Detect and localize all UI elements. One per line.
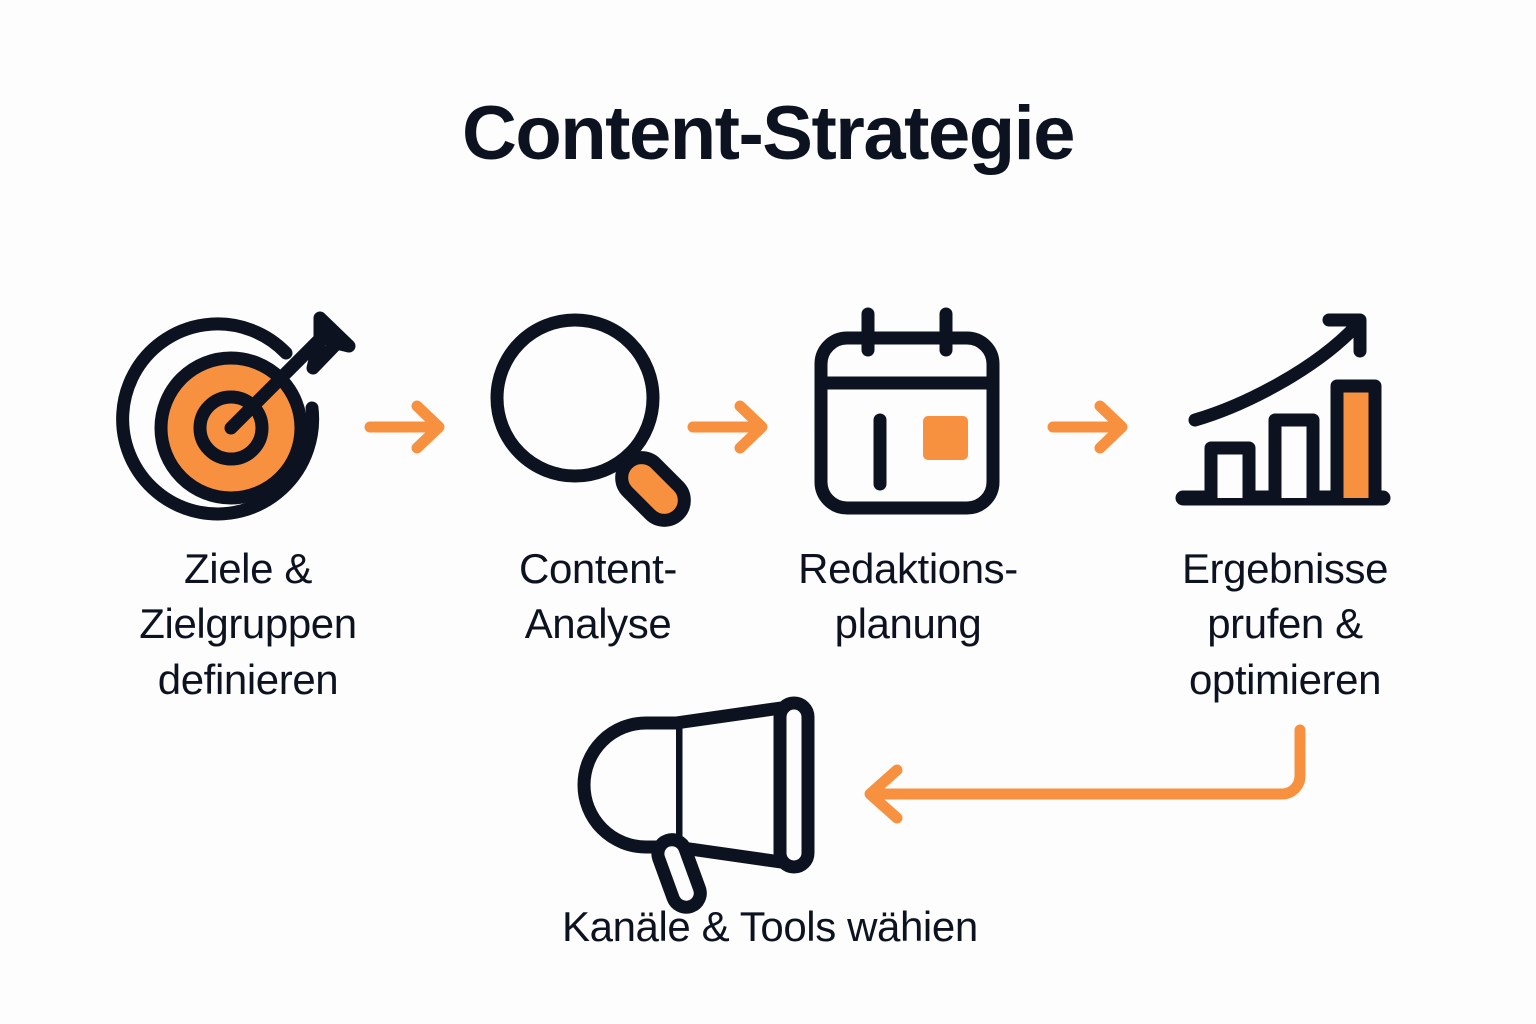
step-label-line: Zielgruppen xyxy=(139,600,357,648)
step-label-line: Analyse xyxy=(524,600,672,648)
step-kanaele-tools: Kanäle & Tools wähien xyxy=(562,690,978,954)
step-ergebnisse-optimieren: Ergebnisse prufen & optimieren xyxy=(1135,288,1435,707)
step-label-line: definieren xyxy=(157,655,339,703)
step-label-line: Ziele & xyxy=(184,545,312,592)
target-arrow-icon xyxy=(98,288,398,533)
calendar-icon xyxy=(758,288,1058,533)
step-label-line: Kanäle & Tools wähien xyxy=(562,903,978,950)
megaphone-icon xyxy=(562,690,872,914)
step-label: Ergebnisse prufen & optimieren xyxy=(1135,541,1435,707)
step-ziele-zielgruppen: Ziele & Zielgruppen definieren xyxy=(98,288,398,707)
magnifying-glass-icon xyxy=(448,288,748,533)
growth-bar-chart-icon xyxy=(1135,288,1435,533)
arrow-right-icon xyxy=(687,398,778,456)
step-label: Kanäle & Tools wähien xyxy=(562,899,978,954)
step-label-line: Redaktions- xyxy=(798,545,1018,592)
step-label-line: Ergebnisse xyxy=(1181,545,1389,592)
step-label-line: prufen & xyxy=(1207,600,1363,648)
arrow-left-loop-icon xyxy=(845,718,1325,828)
step-label-line: planung xyxy=(834,600,982,648)
arrow-right-icon xyxy=(1047,398,1138,456)
step-label-line: optimieren xyxy=(1188,655,1382,703)
step-label: Ziele & Zielgruppen definieren xyxy=(98,541,398,707)
step-redaktionsplanung: Redaktions- planung xyxy=(758,288,1058,652)
step-label-line: Content- xyxy=(519,545,677,592)
arrow-right-icon xyxy=(364,398,455,456)
step-label: Redaktions- planung xyxy=(758,541,1058,652)
page-title: Content-Strategie xyxy=(461,91,1076,176)
step-content-analyse: Content- Analyse xyxy=(448,288,748,652)
step-label: Content- Analyse xyxy=(448,541,748,652)
